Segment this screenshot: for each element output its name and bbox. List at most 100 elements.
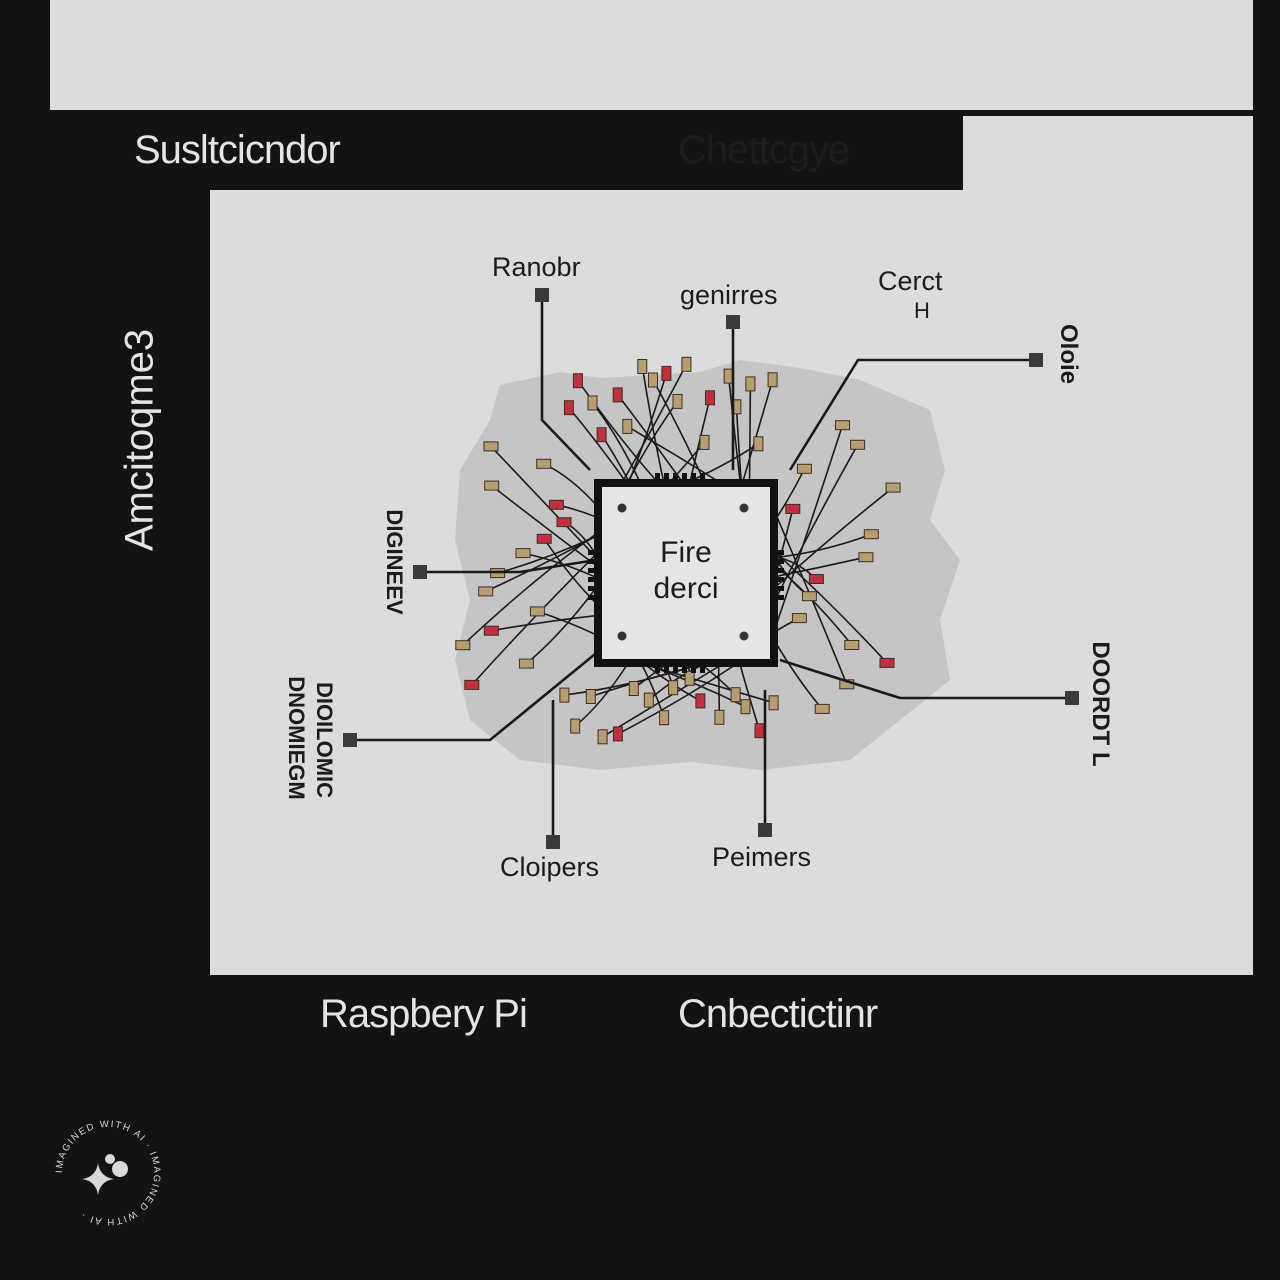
leader-line xyxy=(420,558,597,574)
wire xyxy=(617,662,739,735)
chip-pin xyxy=(655,663,660,673)
tan-component xyxy=(628,681,639,696)
red-component xyxy=(661,365,672,381)
leader-line xyxy=(540,295,591,471)
wire xyxy=(735,406,743,484)
top-panel xyxy=(50,0,1253,110)
terminal-pad xyxy=(1029,353,1043,367)
footer-left-label: Raspbery Pi xyxy=(320,992,528,1036)
chip-screw xyxy=(739,503,749,513)
wire xyxy=(773,444,859,603)
label-bottom-left: Cloipers xyxy=(500,852,600,882)
tan-component xyxy=(672,393,683,409)
label-top-right-1: Cerct xyxy=(878,266,943,296)
tan-component xyxy=(515,548,531,559)
leader-lines xyxy=(343,288,1079,849)
red-component xyxy=(808,574,824,584)
terminal-pad xyxy=(535,288,549,302)
red-component xyxy=(705,390,715,406)
red-component xyxy=(572,373,583,389)
terminal-pad xyxy=(758,823,772,837)
footer-right-label: Cnbectictinr xyxy=(678,992,878,1036)
label-bottom-center: Peimers xyxy=(712,842,812,872)
tan-component xyxy=(801,591,817,602)
tan-component xyxy=(668,680,679,696)
tan-component xyxy=(844,640,860,650)
chip-pin xyxy=(588,568,598,573)
wire xyxy=(773,639,823,710)
header-right-label: Chettcgye xyxy=(678,128,850,172)
chip-pin xyxy=(673,473,678,483)
leader-line xyxy=(788,358,1036,471)
leader-line xyxy=(350,648,601,742)
chip-pin xyxy=(700,473,705,483)
chip-pin xyxy=(774,577,784,582)
red-component xyxy=(612,387,623,403)
wire xyxy=(621,363,688,484)
tan-component xyxy=(745,376,756,392)
wire xyxy=(568,407,628,484)
wire xyxy=(626,425,722,484)
tan-component xyxy=(835,420,850,431)
tan-component xyxy=(455,640,471,651)
tan-component xyxy=(637,359,648,374)
terminal-pad xyxy=(546,835,560,849)
chip-pin xyxy=(588,586,598,591)
tan-component xyxy=(863,529,879,540)
tan-component xyxy=(570,718,581,734)
wire xyxy=(727,376,742,484)
tan-component xyxy=(659,710,670,726)
tan-component xyxy=(684,670,695,686)
label-top-center: genirres xyxy=(680,280,778,310)
red-component xyxy=(556,517,572,528)
chip-pin xyxy=(691,663,696,673)
sparkle-icon xyxy=(82,1154,128,1195)
imagined-with-ai-badge: IMAGINED WITH AI · IMAGINED WITH AI · xyxy=(54,1119,161,1227)
chip-pin xyxy=(774,550,784,555)
label-right-low: DOORDT L xyxy=(1087,641,1114,767)
tan-component xyxy=(796,463,812,474)
tan-component xyxy=(767,372,778,388)
tan-component xyxy=(858,552,874,563)
chip-pin xyxy=(700,663,705,673)
wire xyxy=(462,531,599,646)
wire xyxy=(652,379,706,484)
wire xyxy=(641,366,665,484)
terminal-pad xyxy=(726,315,740,329)
header-left-label: Susltcicndor xyxy=(134,128,341,172)
wire xyxy=(490,445,599,560)
label-left-mid: DIGINEEV xyxy=(382,509,407,615)
wire xyxy=(773,424,844,633)
red-component xyxy=(612,726,623,742)
tan-component xyxy=(622,418,633,434)
tan-component xyxy=(587,395,598,411)
tan-component xyxy=(483,441,499,452)
red-component xyxy=(879,657,895,668)
chip-pin xyxy=(673,663,678,673)
chip-pin xyxy=(588,559,598,564)
red-component xyxy=(536,533,552,544)
wire xyxy=(748,383,752,484)
label-left-low-1: DNOMIEGM xyxy=(284,676,309,800)
tan-component xyxy=(699,434,710,450)
tan-component xyxy=(478,586,494,597)
tan-component xyxy=(850,439,866,450)
wire xyxy=(773,533,872,559)
red-component xyxy=(596,427,607,443)
red-component xyxy=(695,693,706,709)
chip-pin xyxy=(774,586,784,591)
wire xyxy=(717,662,721,718)
tan-component xyxy=(885,482,901,493)
chip-pin xyxy=(588,550,598,555)
chip-label-line2: derci xyxy=(653,572,719,605)
wire xyxy=(574,662,629,727)
wire xyxy=(491,614,599,632)
chip-pin xyxy=(774,595,784,600)
wire xyxy=(471,551,599,686)
tan-component xyxy=(597,729,608,745)
tan-component xyxy=(768,695,779,711)
header-right-panel xyxy=(963,116,1253,196)
red-component xyxy=(754,723,765,739)
tan-component xyxy=(648,372,658,388)
red-component xyxy=(548,499,564,510)
